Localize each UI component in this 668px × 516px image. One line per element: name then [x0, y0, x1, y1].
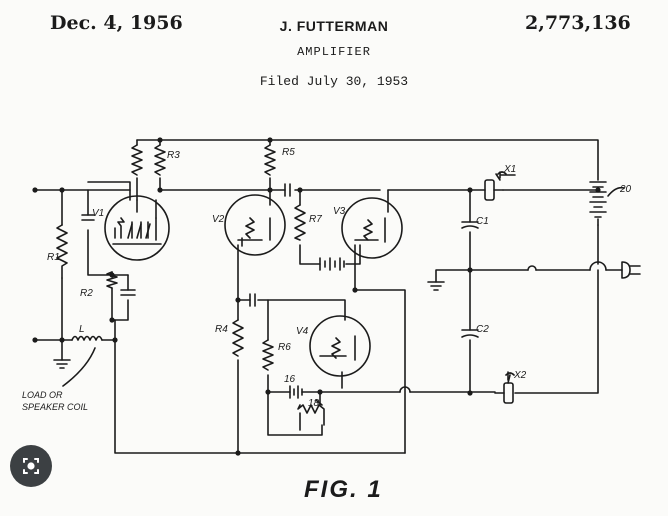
resistor-r6 [262, 339, 274, 371]
junction-dots [32, 137, 601, 456]
resistor-r1 [56, 224, 68, 279]
patent-title: AMPLIFIER [297, 45, 371, 59]
figure-label: FIG. 1 [304, 476, 383, 503]
tube-v4 [309, 315, 371, 377]
capacitor-grid-v1 [81, 214, 95, 221]
label-r6: R6 [278, 342, 291, 353]
leader-load [62, 347, 96, 387]
label-20: 20 [619, 184, 632, 195]
power-plug [621, 261, 641, 279]
coil-l [71, 335, 103, 341]
patent-date: Dec. 4, 1956 [50, 12, 183, 34]
battery-16 [289, 385, 303, 399]
batteries [289, 181, 607, 399]
label-x1: X1 [503, 164, 516, 175]
lens-glyph [23, 458, 39, 474]
label-r3: R3 [167, 150, 180, 161]
label-l: L [79, 324, 85, 335]
label-c2: C2 [476, 324, 489, 335]
tube-v3 [341, 189, 403, 259]
capacitor-c1 [461, 221, 479, 229]
label-v3: V3 [333, 206, 346, 217]
circuit-wires [34, 139, 623, 454]
switch-x1 [484, 171, 507, 201]
label-v1: V1 [92, 208, 104, 219]
capacitor-cathode-v1 [120, 289, 136, 296]
leader-20 [607, 186, 625, 197]
capacitors [81, 183, 479, 338]
resistors [56, 144, 325, 426]
capacitor-coupling-v2-v4 [249, 293, 256, 307]
switch-x2 [494, 372, 515, 404]
resistor-r3b [154, 144, 166, 176]
label-c1: C1 [476, 216, 489, 227]
filing-date: Filed July 30, 1953 [259, 74, 409, 89]
ground-symbol-left [53, 359, 71, 369]
load-label-line1: LOAD OR [22, 390, 63, 400]
resistor-18 [297, 399, 325, 426]
label-16: 16 [284, 374, 296, 385]
label-v2: V2 [212, 214, 225, 225]
patent-number: 2,773,136 [525, 12, 631, 34]
label-r2: R2 [80, 288, 93, 299]
resistor-r7 [294, 204, 306, 241]
capacitor-coupling-v2-v3 [284, 183, 291, 197]
tube-v1 [104, 195, 170, 261]
label-r4: R4 [215, 324, 228, 335]
battery-bias-v3 [319, 257, 345, 271]
label-r5: R5 [282, 147, 295, 158]
google-lens-icon[interactable] [10, 445, 52, 487]
label-x2: X2 [513, 370, 527, 381]
resistor-r4 [232, 319, 244, 357]
load-label-line2: SPEAKER COIL [22, 402, 88, 412]
resistor-r2 [106, 271, 118, 289]
capacitor-c2 [461, 329, 479, 338]
label-r7: R7 [309, 214, 322, 225]
label-18: 18 [308, 398, 320, 409]
label-r1: R1 [47, 252, 60, 263]
tube-v2 [224, 194, 286, 256]
resistor-r3a [131, 144, 143, 176]
inventor-name: J. FUTTERMAN [279, 18, 389, 34]
battery-20 [589, 181, 607, 226]
label-v4: V4 [296, 326, 309, 337]
ground-symbol-right [427, 281, 445, 291]
resistor-r5 [264, 144, 276, 176]
